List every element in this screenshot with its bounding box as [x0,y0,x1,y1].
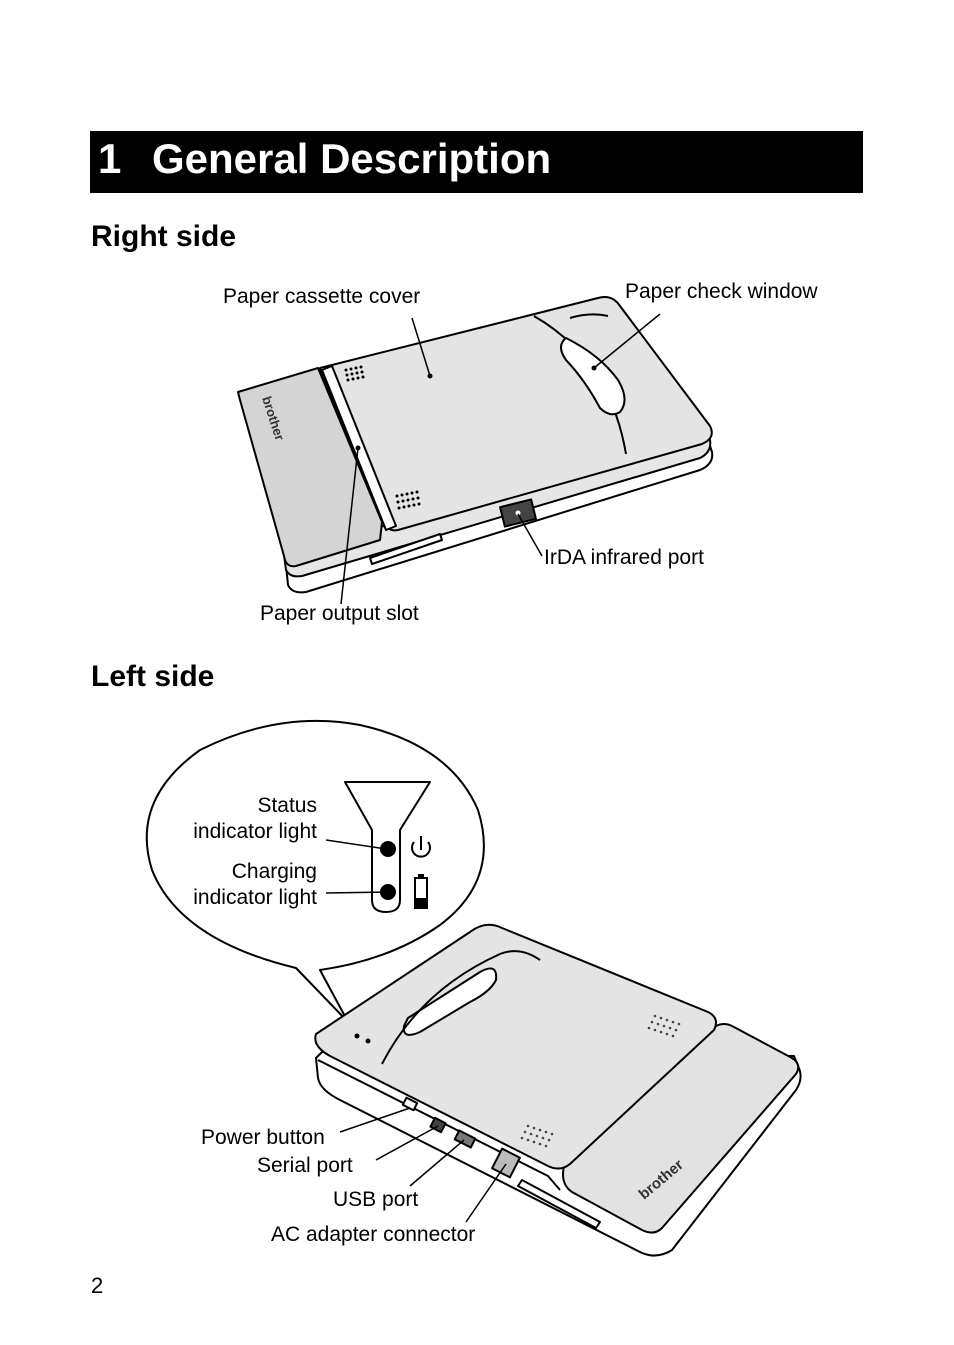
label-usb-port: USB port [333,1188,419,1211]
status-indicator-dot [380,841,396,857]
label-status-line1: Status [257,794,317,817]
label-serial-port: Serial port [257,1154,353,1177]
label-paper-check-window: Paper check window [625,280,818,303]
label-status-line2: indicator light [193,820,317,843]
page-number: 2 [91,1273,104,1298]
left-side-heading: Left side [91,660,215,693]
chapter-number: 1 [98,135,122,182]
label-paper-cassette-cover: Paper cassette cover [223,285,421,308]
vent-dots-top [344,365,365,382]
label-power-button: Power button [201,1126,325,1149]
right-side-heading: Right side [91,220,237,253]
label-charging-line2: indicator light [193,886,317,909]
label-paper-output-slot: Paper output slot [260,602,419,625]
label-irda-port: IrDA infrared port [544,546,704,569]
label-ac-adapter: AC adapter connector [271,1223,476,1246]
vent-dots-bottom [395,490,421,510]
chapter-title-bar: 1 General Description [90,131,863,193]
chapter-title: General Description [152,135,552,182]
battery-icon [414,874,428,909]
power-symbol-icon [411,836,431,858]
label-charging-line1: Charging [231,860,317,883]
charging-indicator-dot [380,884,396,900]
